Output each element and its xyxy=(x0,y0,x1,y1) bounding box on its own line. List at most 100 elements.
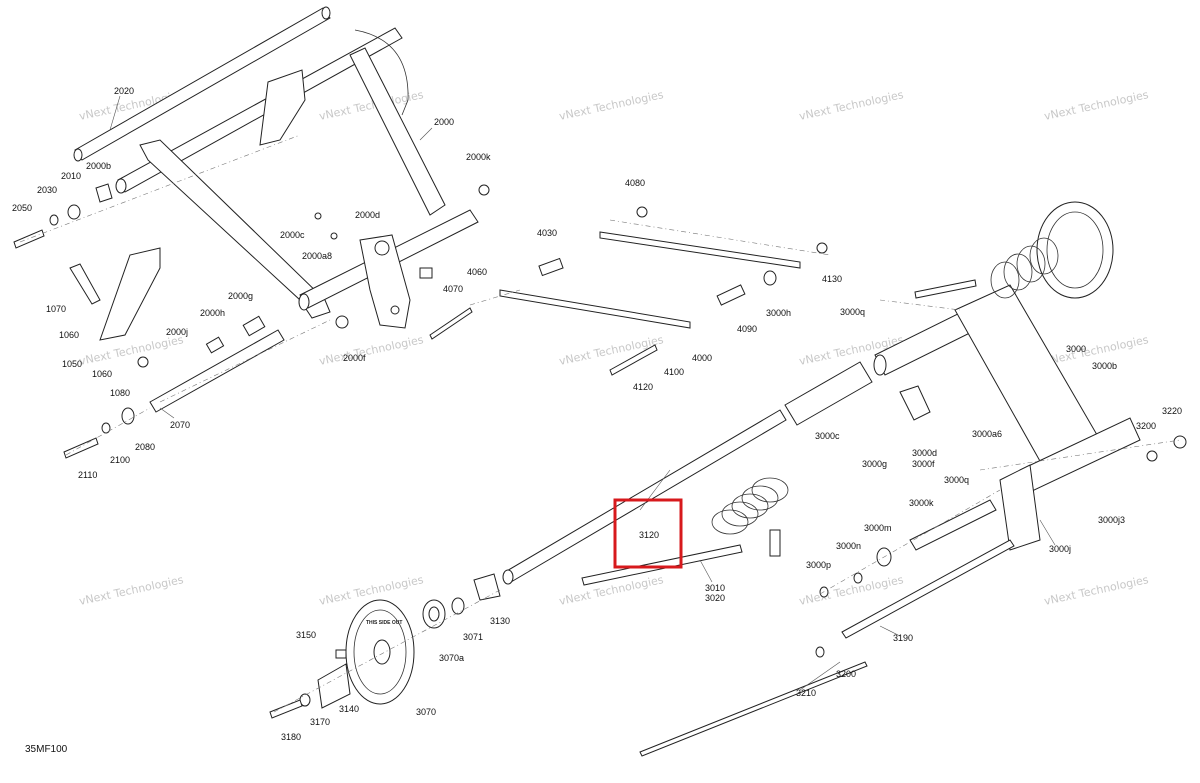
spring-arm-shape xyxy=(581,544,743,586)
callout-label: 3190 xyxy=(893,633,913,643)
callout-label: 4060 xyxy=(467,267,487,277)
callout-label: 4080 xyxy=(625,178,645,188)
tube-3000c-shape xyxy=(784,361,873,426)
front-arm-assembly xyxy=(13,6,490,459)
watermark: vNext Technologies xyxy=(78,333,185,368)
callout-label: 4130 xyxy=(822,274,842,284)
spring-coil-shape xyxy=(731,493,769,519)
spring-coil-shape xyxy=(751,477,789,503)
spring-coil-shape xyxy=(990,261,1020,299)
tube-end-shape xyxy=(873,354,887,376)
arm-bracket-shape xyxy=(259,69,306,146)
watermark: vNext Technologies xyxy=(558,88,665,123)
ring-3071-shape xyxy=(451,597,465,615)
callout-label: 4030 xyxy=(537,228,557,238)
bracket-3000j3-shape xyxy=(999,464,1041,551)
tube-end-shape xyxy=(73,148,83,162)
bushing-4030-shape xyxy=(538,257,564,277)
leader-line xyxy=(159,407,175,419)
tube-end-shape xyxy=(115,178,127,194)
bolt-hole-shape xyxy=(390,305,400,315)
arm-bracket-shape xyxy=(354,29,409,116)
watermark: vNext Technologies xyxy=(318,333,425,368)
centerlines xyxy=(19,134,1181,713)
callout-label: 3000k xyxy=(909,498,934,508)
callout-label: 2050 xyxy=(12,203,32,213)
spring-arm-shape xyxy=(914,279,977,299)
callout-label: 3070a xyxy=(439,653,464,663)
callout-label: 3150 xyxy=(296,630,316,640)
watermark: vNext Technologies xyxy=(1043,88,1150,123)
callout-label: 2070 xyxy=(170,420,190,430)
wheel-3070: THIS SIDE OUT xyxy=(269,599,415,719)
callout-label: 2000 xyxy=(434,117,454,127)
callout-label: 3010 xyxy=(705,583,725,593)
callout-label: 2000h xyxy=(200,308,225,318)
spring-coil-shape xyxy=(721,501,759,527)
spring-coil-shape xyxy=(1016,245,1046,283)
callout-label: 2000j xyxy=(166,327,188,337)
shaft-2070-shape xyxy=(149,329,285,413)
callout-label: 2000g xyxy=(228,291,253,301)
washer-2010-shape xyxy=(67,204,81,220)
bushing-4090-shape xyxy=(716,284,746,306)
centerline xyxy=(609,219,831,256)
centerline xyxy=(19,134,301,243)
bushing-2000f-shape xyxy=(335,315,349,329)
washer-3200-shape xyxy=(1146,450,1158,462)
callout-label: 3170 xyxy=(310,717,330,727)
nut-4130-shape xyxy=(816,242,828,254)
callout-label: 3000n xyxy=(836,541,861,551)
watermark: vNext Technologies xyxy=(78,573,185,608)
bushing-3000k-shape xyxy=(909,499,997,551)
leader-line xyxy=(639,469,671,511)
callout-label: 3000j xyxy=(1049,544,1071,554)
callout-label: 3000j3 xyxy=(1098,515,1125,525)
bolt-3180-shape xyxy=(269,699,303,719)
washer-2030-shape xyxy=(49,214,59,226)
spring-coil-shape xyxy=(1029,237,1059,275)
leader-line xyxy=(699,559,713,583)
callout-label: 3000g xyxy=(862,459,887,469)
bolt-2000c-shape xyxy=(314,212,322,220)
bushing-2000g-shape xyxy=(242,315,266,337)
callout-label: 3071 xyxy=(463,632,483,642)
leader-line xyxy=(1039,519,1056,546)
callout-label: 1070 xyxy=(46,304,66,314)
callout-label: 4090 xyxy=(737,324,757,334)
main-shaft-assembly xyxy=(422,361,873,629)
washer-2100-shape xyxy=(101,422,111,434)
callout-label: 2000d xyxy=(355,210,380,220)
bushing-2080-shape xyxy=(121,407,135,425)
bracket-2000d-shape xyxy=(359,234,411,329)
callout-label: 3000m xyxy=(864,523,892,533)
bearing-bore-shape xyxy=(428,606,440,622)
nut-1080-shape xyxy=(137,356,149,368)
highlight-box-3120[interactable] xyxy=(613,498,683,569)
rear-wheel-shape xyxy=(1036,201,1114,299)
callout-label: 3000 xyxy=(1066,344,1086,354)
block-3000d-shape xyxy=(899,385,931,421)
rod-assembly xyxy=(429,206,828,376)
callout-3120-label: 3120 xyxy=(639,530,659,540)
tube-end-shape xyxy=(298,293,310,311)
spacer-3140-shape xyxy=(317,663,351,709)
callout-label: 3000h xyxy=(766,308,791,318)
callout-label: 3200 xyxy=(836,669,856,679)
spring-pin-shape xyxy=(769,529,781,557)
spring-coil-shape xyxy=(711,509,749,535)
rod-4000-shape xyxy=(499,289,691,329)
link-1060-shape xyxy=(99,247,161,341)
centerline xyxy=(65,407,151,456)
callout-label: 3000q xyxy=(944,475,969,485)
rear-frame-3000 xyxy=(639,201,1187,757)
spring-coil-shape xyxy=(741,485,779,511)
callout-label: 4070 xyxy=(443,284,463,294)
leader-line xyxy=(109,95,121,131)
rod-4030-shape xyxy=(599,231,801,269)
callout-label: 2000a8 xyxy=(302,251,332,261)
bushing-3130-shape xyxy=(473,573,501,601)
bolt-4070-shape xyxy=(429,307,473,340)
leader-line xyxy=(879,625,901,637)
